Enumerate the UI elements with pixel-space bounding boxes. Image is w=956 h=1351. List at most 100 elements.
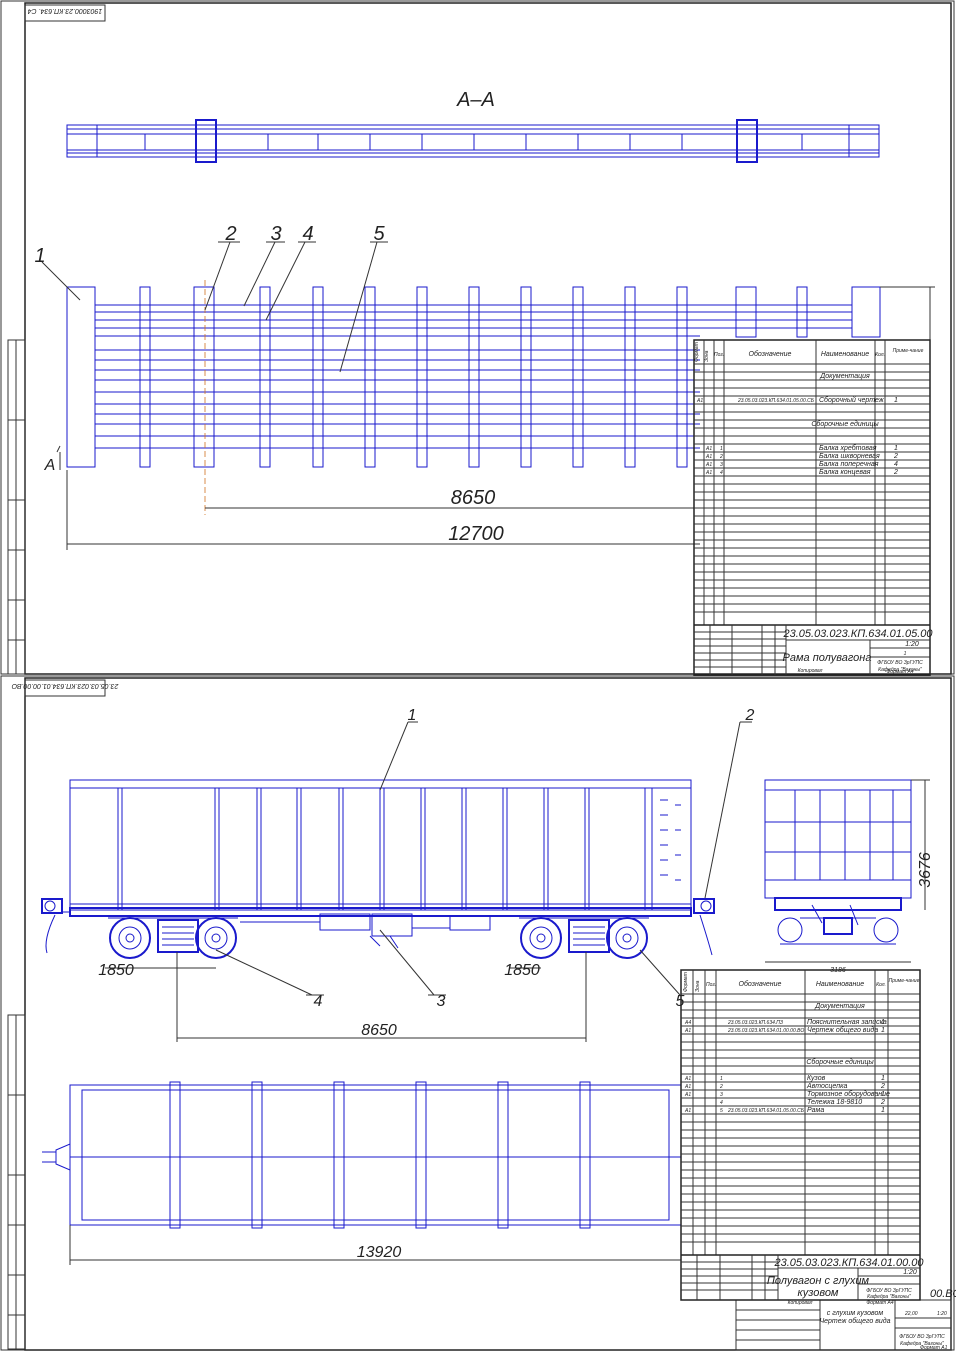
svg-text:2: 2 bbox=[719, 1084, 723, 1090]
body-stakes bbox=[117, 788, 653, 910]
svg-text:ФГБОУ ВО ЗрГУПС: ФГБОУ ВО ЗрГУПС bbox=[877, 660, 923, 666]
svg-text:Поз.: Поз. bbox=[706, 982, 716, 988]
svg-text:1: 1 bbox=[881, 1019, 885, 1026]
dim-12700: 12700 bbox=[448, 523, 504, 545]
sheet1-spec-doc-heading: Документация bbox=[819, 373, 870, 380]
svg-text:1:20: 1:20 bbox=[905, 641, 919, 648]
svg-text:Чертеж общего вида: Чертеж общего вида bbox=[807, 1026, 878, 1034]
sheet2-back-title-block: с глухим кузовом Чертеж общего вида ФГБО… bbox=[735, 1288, 956, 1351]
brake-equipment bbox=[240, 913, 491, 949]
dim-1850-left: 1850 bbox=[98, 962, 134, 979]
svg-text:Кол.: Кол. bbox=[876, 982, 886, 988]
svg-text:1:20: 1:20 bbox=[903, 1269, 917, 1276]
svg-text:2: 2 bbox=[719, 454, 723, 460]
sheet2-tb-grid bbox=[681, 1255, 778, 1300]
body-top-rail bbox=[69, 779, 692, 789]
svg-text:Пояснительная записка: Пояснительная записка bbox=[807, 1019, 887, 1026]
sheet-2: 23.05.03.023.КП.634.01.00.00.ВО bbox=[0, 675, 956, 1351]
sheet2-spec-table: Формат Зона Поз. Обозначение Наименовани… bbox=[680, 969, 924, 1301]
svg-text:Наименование: Наименование bbox=[816, 981, 864, 988]
sheet2-spec-asm-heading: Сборочные единицы bbox=[806, 1058, 874, 1066]
sheet2-left-strip bbox=[7, 1014, 26, 1350]
frame-longitudinals bbox=[95, 304, 852, 449]
sheet2-stamp-code: 23.05.03.023.КП.634.01.00.00.ВО bbox=[11, 682, 119, 689]
svg-text:Кафедра "Вагоны": Кафедра "Вагоны" bbox=[867, 1294, 911, 1300]
gondola-end-view: 3676 3186 bbox=[764, 779, 934, 974]
svg-text:Обозначение: Обозначение bbox=[749, 350, 792, 358]
pos-label-4: 4 bbox=[302, 223, 313, 245]
svg-text:А1: А1 bbox=[684, 1076, 691, 1082]
svg-text:А1: А1 bbox=[684, 1028, 691, 1034]
svg-text:Копировал: Копировал bbox=[798, 668, 823, 674]
svg-text:Автосцепка: Автосцепка bbox=[806, 1083, 847, 1090]
svg-text:3: 3 bbox=[720, 462, 723, 468]
svg-text:А4: А4 bbox=[684, 1020, 691, 1026]
svg-text:Балка хребтовая: Балка хребтовая bbox=[819, 444, 877, 452]
svg-text:Зона: Зона bbox=[704, 350, 710, 362]
svg-text:А1: А1 bbox=[705, 446, 712, 452]
sheet1-left-strip bbox=[7, 339, 26, 675]
svg-text:1: 1 bbox=[904, 651, 907, 657]
s2-pos-label-4: 4 bbox=[314, 993, 323, 1010]
svg-text:1:20: 1:20 bbox=[937, 1311, 947, 1317]
svg-text:1: 1 bbox=[720, 446, 723, 452]
svg-text:Тележка 18-9810: Тележка 18-9810 bbox=[807, 1099, 862, 1106]
svg-text:Формат: Формат bbox=[694, 342, 700, 362]
svg-text:Рама: Рама bbox=[807, 1107, 824, 1114]
svg-text:00.ВО: 00.ВО bbox=[930, 1288, 956, 1300]
svg-text:А1: А1 bbox=[705, 462, 712, 468]
svg-text:2: 2 bbox=[893, 469, 898, 476]
end-beam-left bbox=[66, 286, 96, 468]
dim-3676: 3676 bbox=[917, 852, 934, 888]
sheet1-tb-grid bbox=[694, 625, 786, 675]
sheet1-stamp-code: 1903000.23.КП.634. С4 bbox=[28, 7, 103, 14]
svg-text:Формат А1: Формат А1 bbox=[920, 1345, 948, 1351]
svg-text:А1: А1 bbox=[705, 454, 712, 460]
frame-plan-view: 1 2 3 4 5 А 8650 12700 bbox=[34, 223, 935, 550]
dim-1850-right: 1850 bbox=[504, 962, 540, 979]
sheet2-spec-doc-heading: Документация bbox=[814, 1003, 865, 1010]
svg-text:А1: А1 bbox=[696, 398, 703, 404]
svg-text:2: 2 bbox=[880, 1083, 885, 1090]
svg-text:А1: А1 bbox=[684, 1084, 691, 1090]
sheet2-title-code: 23.05.03.023.КП.634.01.00.00 bbox=[773, 1257, 924, 1269]
gondola-side-view: 1 2 3 4 5 1850 1850 8650 bbox=[41, 707, 755, 1042]
svg-text:Балка шкворневая: Балка шкворневая bbox=[819, 453, 880, 460]
svg-text:Формат А4: Формат А4 bbox=[866, 1300, 894, 1306]
svg-text:Кафедра "Вагоны": Кафедра "Вагоны" bbox=[900, 1341, 944, 1347]
svg-text:4: 4 bbox=[720, 470, 723, 476]
svg-text:А1: А1 bbox=[684, 1092, 691, 1098]
coupler-left bbox=[41, 898, 70, 954]
svg-text:Кафедра "Вагоны": Кафедра "Вагоны" bbox=[878, 667, 922, 673]
sheet1-stamp-box bbox=[24, 4, 106, 22]
svg-text:4: 4 bbox=[894, 461, 898, 468]
sheet2-title-name-1: Полувагон с глухим bbox=[767, 1275, 870, 1287]
sheet2-inner-border bbox=[24, 677, 952, 1351]
svg-text:23.05.03.023.КП.634.01.05.00.С: 23.05.03.023.КП.634.01.05.00.СБ bbox=[727, 1108, 805, 1114]
section-aa-label: А–А bbox=[456, 89, 495, 111]
svg-text:Формат А4: Формат А4 bbox=[886, 669, 914, 675]
sheet2-spec-rowlines bbox=[681, 1001, 920, 1243]
svg-text:1: 1 bbox=[881, 1091, 885, 1098]
sheet1-title-code: 23.05.03.023.КП.634.01.05.00 bbox=[782, 628, 933, 640]
s2-pos-label-1: 1 bbox=[408, 707, 417, 724]
svg-text:Зона: Зона bbox=[695, 980, 701, 992]
svg-text:ФГБОУ ВО ЗрГУПС: ФГБОУ ВО ЗрГУПС bbox=[899, 1334, 945, 1340]
dim-8650-frame: 8650 bbox=[451, 487, 496, 509]
svg-text:1: 1 bbox=[881, 1107, 885, 1114]
svg-text:23.05.03.023.КП.634.ПЗ: 23.05.03.023.КП.634.ПЗ bbox=[727, 1020, 783, 1026]
section-aa-view bbox=[66, 119, 880, 163]
end-door-hinges bbox=[660, 799, 681, 881]
pos-label-5: 5 bbox=[373, 223, 385, 245]
svg-text:А1: А1 bbox=[684, 1108, 691, 1114]
svg-text:Обозначение: Обозначение bbox=[739, 980, 782, 988]
svg-text:Формат: Формат bbox=[683, 972, 689, 992]
svg-text:с глухим кузовом: с глухим кузовом bbox=[827, 1310, 884, 1317]
bogie-left bbox=[108, 917, 238, 959]
svg-text:Приме-чание: Приме-чание bbox=[893, 348, 924, 354]
sheet2-outer-border bbox=[0, 675, 955, 1351]
pos-label-3: 3 bbox=[270, 223, 281, 245]
svg-text:Балка поперечная: Балка поперечная bbox=[819, 461, 879, 468]
s2-pos-label-2: 2 bbox=[745, 707, 755, 724]
